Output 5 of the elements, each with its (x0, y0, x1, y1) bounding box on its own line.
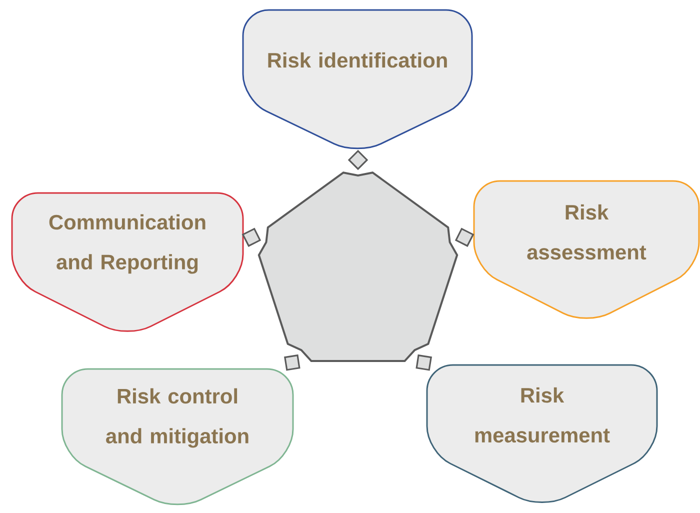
arrow-box: Risk identification (242, 9, 473, 150)
arrow-box: Communication and Reporting (11, 192, 244, 332)
arrow-box: Risk measurement (426, 364, 658, 503)
arrow-box: Risk assessment (473, 180, 700, 319)
arrow-box: Risk control and mitigation (61, 368, 294, 506)
